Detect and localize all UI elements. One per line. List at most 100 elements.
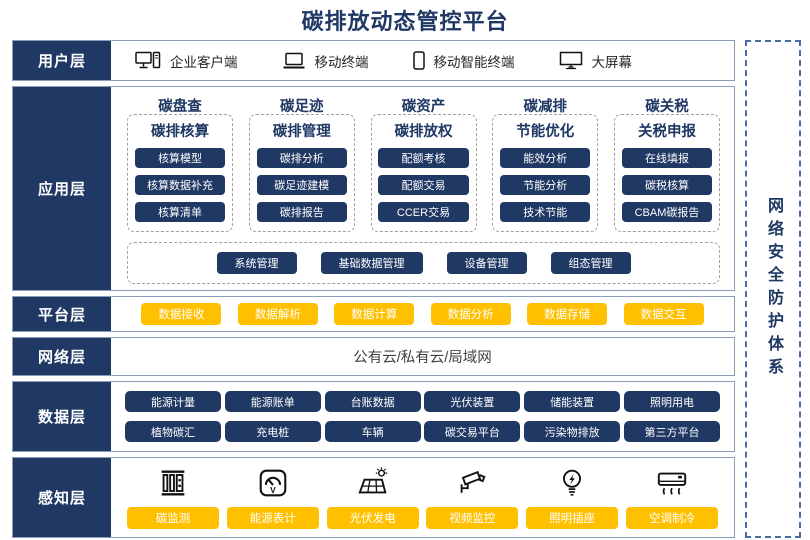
application-layer-label: 应用层 xyxy=(13,87,111,290)
application-layer-body: 碳盘查 碳排核算 核算模型 核算数据补充 核算清单 碳足迹 碳排管理 碳排分析 … xyxy=(111,87,734,290)
data-node: 储能装置 xyxy=(524,391,621,412)
user-layer-body: 企业客户端 移动终端 移动智能终端 大屏幕 xyxy=(111,41,734,80)
app-group-title: 碳排核算 xyxy=(151,124,209,140)
sense-item-lighting-socket: 照明插座 xyxy=(524,463,620,529)
app-group-title: 节能优化 xyxy=(516,124,575,140)
platform-node: 数据计算 xyxy=(334,303,415,325)
app-group-title: 碳排管理 xyxy=(272,124,331,140)
laptop-icon xyxy=(282,52,306,70)
data-layer-label: 数据层 xyxy=(13,382,111,451)
platform-node: 数据分析 xyxy=(430,303,511,325)
application-columns: 碳盘查 碳排核算 核算模型 核算数据补充 核算清单 碳足迹 碳排管理 碳排分析 … xyxy=(111,87,734,232)
network-layer-row: 网络层 公有云/私有云/局域网 xyxy=(12,337,735,376)
app-node: CBAM碳报告 xyxy=(621,202,713,222)
app-node: 核算模型 xyxy=(134,148,226,168)
user-item-label: 移动终端 xyxy=(314,54,369,70)
app-column-carbon-footprint: 碳足迹 碳排管理 碳排分析 碳足迹建模 碳排报告 xyxy=(248,95,355,232)
data-node: 充电桩 xyxy=(224,421,321,442)
sense-node: 空调制冷 xyxy=(625,507,718,529)
data-layer-row-2: 植物碳汇 充电桩 车辆 碳交易平台 污染物排放 第三方平台 xyxy=(125,421,720,442)
sense-node: 照明插座 xyxy=(526,507,619,529)
app-node: 系统管理 xyxy=(216,252,297,274)
user-layer-label: 用户层 xyxy=(13,41,111,80)
user-item-mobile-terminal: 移动终端 xyxy=(282,51,369,71)
network-layer-label: 网络层 xyxy=(13,338,111,375)
app-node: 碳排分析 xyxy=(256,148,347,168)
light-bulb-icon xyxy=(555,463,589,503)
carbon-monitor-icon xyxy=(156,463,190,503)
user-item-smart-terminal: 移动智能终端 xyxy=(412,51,515,71)
data-layer-body: 能源计量 能源账单 台账数据 光伏装置 储能装置 照明用电 植物碳汇 充电桩 车… xyxy=(111,382,734,451)
sense-node: 能源表计 xyxy=(226,507,319,529)
app-column-header: 碳资产 xyxy=(401,99,446,115)
platform-layer-label: 平台层 xyxy=(13,297,111,331)
app-group: 碳排管理 碳排分析 碳足迹建模 碳排报告 xyxy=(248,114,355,232)
page-title: 碳排放动态管控平台 xyxy=(301,9,509,34)
data-node: 碳交易平台 xyxy=(424,421,521,442)
data-node: 污染物排放 xyxy=(524,421,621,442)
desktop-pc-icon xyxy=(135,51,161,71)
app-node: 组态管理 xyxy=(550,252,631,274)
perception-layer-row: 感知层 碳监测 V 能源表计 光伏发电 视频监控 xyxy=(12,457,735,538)
app-group-title: 碳排放权 xyxy=(394,124,453,140)
app-column-carbon-reduction: 碳减排 节能优化 能效分析 节能分析 技术节能 xyxy=(492,95,599,232)
network-security-label: 网络安全防护体系 xyxy=(765,197,782,381)
app-column-carbon-asset: 碳资产 碳排放权 配额考核 配额交易 CCER交易 xyxy=(370,95,477,232)
app-node: 能效分析 xyxy=(500,148,591,168)
app-column-header: 碳关税 xyxy=(645,99,689,115)
perception-layer-body: 碳监测 V 能源表计 光伏发电 视频监控 照明插座 xyxy=(111,458,734,537)
sense-item-air-conditioning: 空调制冷 xyxy=(624,463,720,529)
app-node: 核算清单 xyxy=(134,202,226,222)
app-group-title: 关税申报 xyxy=(638,124,696,140)
cctv-camera-icon xyxy=(455,463,489,503)
sense-item-carbon-monitoring: 碳监测 xyxy=(125,463,221,529)
network-layer-text: 公有云/私有云/局域网 xyxy=(353,350,492,366)
air-conditioner-icon xyxy=(655,463,689,503)
data-node: 台账数据 xyxy=(324,391,421,412)
app-column-carbon-inventory: 碳盘查 碳排核算 核算模型 核算数据补充 核算清单 xyxy=(127,95,233,232)
app-node: 基础数据管理 xyxy=(320,252,423,274)
app-common-group: 系统管理 基础数据管理 设备管理 组态管理 xyxy=(127,242,720,284)
app-node: CCER交易 xyxy=(378,202,469,222)
sense-item-energy-meter: V 能源表计 xyxy=(225,463,321,529)
app-node: 碳排报告 xyxy=(256,202,347,222)
large-screen-icon xyxy=(559,51,583,70)
app-node: 在线填报 xyxy=(621,148,713,168)
platform-layer-body: 数据接收 数据解析 数据计算 数据分析 数据存储 数据交互 xyxy=(111,297,734,331)
user-layer-row: 用户层 企业客户端 移动终端 移动智能终端 大屏幕 xyxy=(12,40,735,81)
app-column-header: 碳盘查 xyxy=(158,99,202,115)
app-group: 关税申报 在线填报 碳税核算 CBAM碳报告 xyxy=(614,114,720,232)
user-item-enterprise-client: 企业客户端 xyxy=(135,51,238,71)
app-group: 节能优化 能效分析 节能分析 技术节能 xyxy=(492,114,599,232)
user-item-label: 企业客户端 xyxy=(170,54,238,70)
app-column-carbon-tariff: 碳关税 关税申报 在线填报 碳税核算 CBAM碳报告 xyxy=(614,95,720,232)
platform-node: 数据交互 xyxy=(623,303,704,325)
app-node: 核算数据补充 xyxy=(134,175,226,195)
app-node: 碳足迹建模 xyxy=(256,175,347,195)
platform-node: 数据解析 xyxy=(237,303,318,325)
data-layer-row: 数据层 能源计量 能源账单 台账数据 光伏装置 储能装置 照明用电 植物碳汇 充… xyxy=(12,381,735,452)
smartphone-icon xyxy=(412,51,425,70)
sense-item-solar-power: 光伏发电 xyxy=(325,463,421,529)
app-node: 配额考核 xyxy=(378,148,469,168)
solar-panel-icon xyxy=(356,463,390,503)
app-column-header: 碳足迹 xyxy=(280,99,324,115)
network-security-panel: 网络安全防护体系 xyxy=(745,40,801,538)
application-layer-row: 应用层 碳盘查 碳排核算 核算模型 核算数据补充 核算清单 碳足迹 碳排管理 碳… xyxy=(12,86,735,291)
data-layer-row-1: 能源计量 能源账单 台账数据 光伏装置 储能装置 照明用电 xyxy=(125,391,720,412)
energy-meter-icon: V xyxy=(256,463,290,503)
perception-layer-label: 感知层 xyxy=(13,458,111,537)
app-column-header: 碳减排 xyxy=(523,99,568,115)
app-node: 技术节能 xyxy=(500,202,591,222)
svg-text:V: V xyxy=(270,485,276,495)
app-node: 配额交易 xyxy=(378,175,469,195)
user-item-large-screen: 大屏幕 xyxy=(559,51,632,71)
app-node: 碳税核算 xyxy=(621,175,713,195)
app-group: 碳排核算 核算模型 核算数据补充 核算清单 xyxy=(127,114,233,232)
data-node: 光伏装置 xyxy=(424,391,521,412)
platform-node: 数据存储 xyxy=(527,303,608,325)
sense-node: 碳监测 xyxy=(127,507,219,529)
app-node: 节能分析 xyxy=(500,175,591,195)
platform-layer-row: 平台层 数据接收 数据解析 数据计算 数据分析 数据存储 数据交互 xyxy=(12,296,735,332)
platform-node: 数据接收 xyxy=(141,303,222,325)
